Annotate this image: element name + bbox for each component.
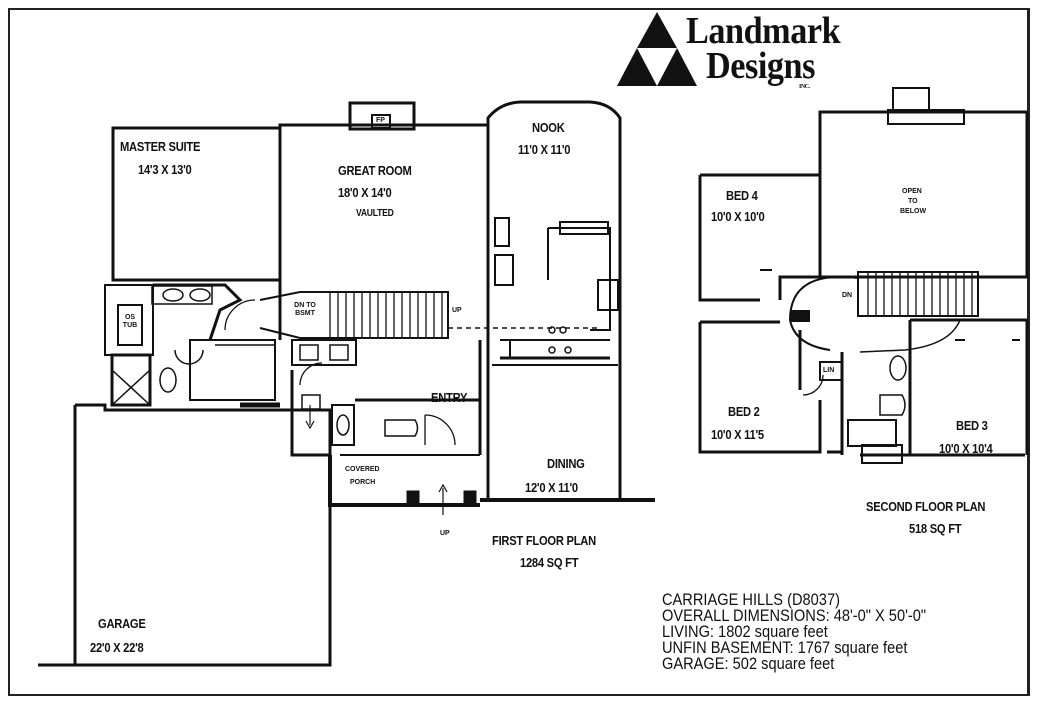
room-dims-bed3: 10'0 X 10'4 (939, 441, 993, 456)
stair-label: DN TO BSMT (294, 302, 316, 317)
linen-label: LIN (823, 367, 835, 374)
room-name-great-room: GREAT ROOM (338, 163, 412, 178)
logo-suffix: INC. (799, 84, 810, 90)
room-name-covered-porch-1: COVERED (345, 466, 380, 473)
logo-line1: Landmark (686, 10, 841, 52)
logo-line2: Designs (706, 45, 815, 87)
second-floor-area: 518 SQ FT (909, 521, 962, 536)
basement-area: UNFIN BASEMENT: 1767 square feet (662, 638, 908, 657)
plan-name: CARRIAGE HILLS (D8037) (662, 590, 840, 609)
open-to-below-2: TO (908, 198, 918, 205)
room-name-garage: GARAGE (98, 616, 146, 631)
room-dims-garage: 22'0 X 22'8 (90, 640, 144, 655)
room-note-great-room: VAULTED (356, 208, 394, 219)
stair-up-label: UP (452, 307, 462, 314)
room-dims-master-suite: 14'3 X 13'0 (138, 162, 192, 177)
room-dims-bed2: 10'0 X 11'5 (711, 427, 764, 442)
porch-up-label: UP (440, 530, 450, 537)
tub-label: OS TUB (122, 314, 138, 329)
fireplace-label: FP (376, 117, 385, 124)
open-to-below-3: BELOW (900, 208, 927, 215)
first-floor-area: 1284 SQ FT (520, 555, 579, 570)
room-name-master-suite: MASTER SUITE (120, 139, 201, 154)
overall-dimensions: OVERALL DIMENSIONS: 48'-0" X 50'-0" (662, 606, 927, 625)
stair-down-label: DN (842, 292, 853, 299)
first-floor-walls (38, 100, 655, 667)
room-dims-nook: 11'0 X 11'0 (518, 142, 571, 157)
second-floor-title: SECOND FLOOR PLAN (866, 499, 986, 514)
first-floor-title: FIRST FLOOR PLAN (492, 533, 596, 548)
room-name-bed3: BED 3 (956, 418, 988, 433)
room-name-nook: NOOK (532, 120, 565, 135)
second-floor-walls (698, 87, 1029, 464)
room-dims-bed4: 10'0 X 10'0 (711, 209, 765, 224)
room-dims-great-room: 18'0 X 14'0 (338, 185, 392, 200)
room-name-entry: ENTRY (431, 390, 468, 405)
open-to-below-1: OPEN (902, 188, 922, 195)
room-name-bed2: BED 2 (728, 404, 760, 419)
living-area: LIVING: 1802 square feet (662, 622, 828, 641)
room-name-bed4: BED 4 (726, 188, 758, 203)
plan-summary: CARRIAGE HILLS (D8037) OVERALL DIMENSION… (662, 590, 927, 673)
room-dims-dining: 12'0 X 11'0 (525, 480, 578, 495)
garage-area: GARAGE: 502 square feet (662, 654, 835, 673)
room-name-covered-porch-2: PORCH (350, 479, 376, 486)
room-name-dining: DINING (547, 456, 585, 471)
logo-mark (617, 12, 697, 86)
